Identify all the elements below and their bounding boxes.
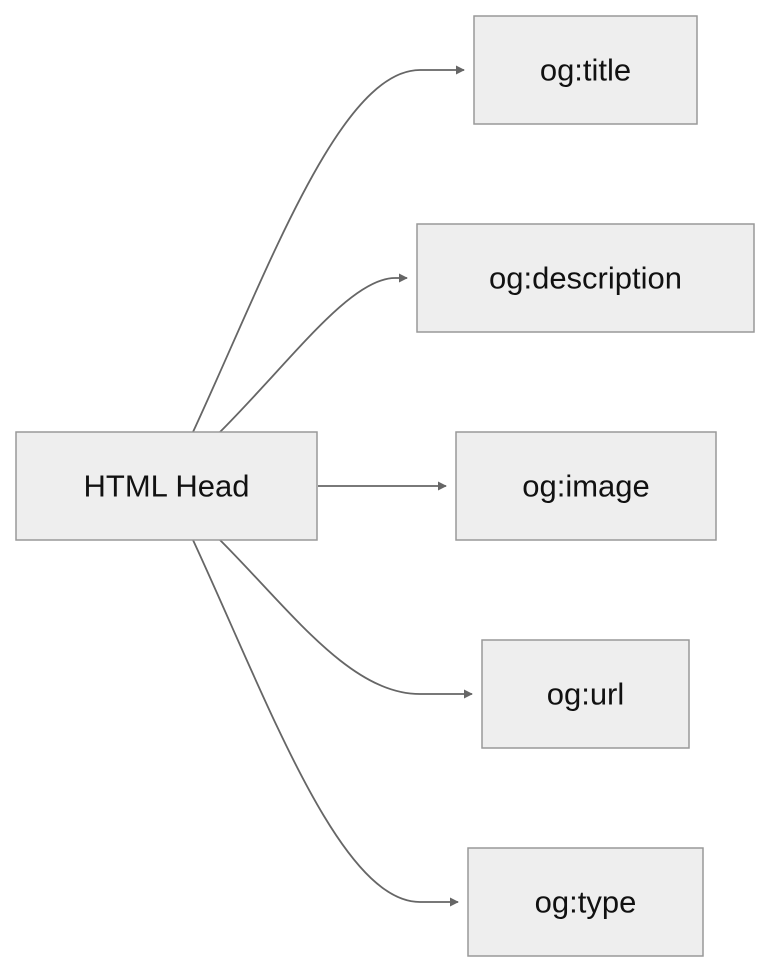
node-og-image: og:image <box>455 431 717 541</box>
edge-to-og-type <box>192 539 459 907</box>
node-og-type: og:type <box>467 847 704 957</box>
node-og-title: og:title <box>473 15 698 125</box>
edge-to-og-title <box>192 65 465 433</box>
node-og-description-label: og:description <box>489 261 682 296</box>
node-og-type-label: og:type <box>535 885 637 920</box>
node-og-description: og:description <box>416 223 755 333</box>
node-og-url-label: og:url <box>547 677 625 712</box>
node-og-title-label: og:title <box>540 53 631 88</box>
edge-to-og-description <box>219 273 408 433</box>
node-og-image-label: og:image <box>522 469 650 504</box>
edge-to-og-url <box>219 539 473 699</box>
node-html-head: HTML Head <box>15 431 318 541</box>
node-og-url: og:url <box>481 639 690 749</box>
node-html-head-label: HTML Head <box>84 469 250 504</box>
edges <box>192 65 473 907</box>
